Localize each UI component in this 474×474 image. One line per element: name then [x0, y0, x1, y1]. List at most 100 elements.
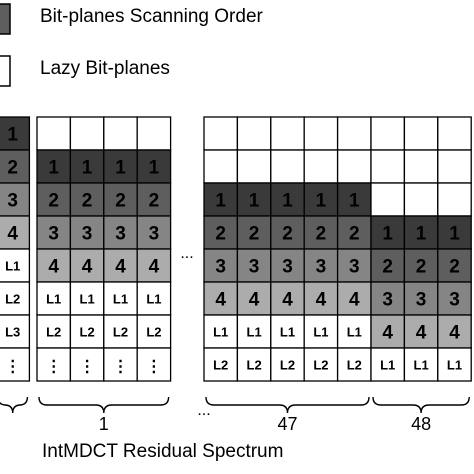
legend-lazy-swatch: [0, 55, 11, 87]
grid-cell: [303, 281, 339, 316]
cell-label: 3: [215, 257, 226, 278]
grid-cell: [36, 215, 72, 250]
cell-label: 4: [416, 323, 427, 344]
grid-cell: [236, 149, 272, 184]
grid-cell: [203, 149, 239, 184]
grid-cell: [236, 116, 272, 151]
cell-label: 2: [7, 158, 18, 179]
cell-label: L3: [5, 325, 20, 340]
cell-label: 1: [48, 158, 59, 179]
cell-label: L1: [146, 292, 161, 307]
cell-label: 4: [349, 290, 360, 311]
grid-cell: [236, 314, 272, 349]
cell-label: L1: [213, 325, 228, 340]
grid-cell: [0, 314, 31, 349]
cell-label: 2: [215, 224, 226, 245]
cell-label: L1: [380, 358, 395, 373]
grid-separator-ellipsis: ...: [180, 245, 193, 262]
group-brace: [205, 396, 370, 414]
cell-label: 3: [249, 257, 260, 278]
legend-swatches: [0, 3, 11, 87]
cell-label: 4: [48, 257, 59, 278]
grid-cell: [36, 149, 72, 184]
grid-cell: [303, 149, 339, 184]
ellipsis-cell-label: ⋮: [146, 359, 162, 376]
cell-label: 4: [82, 257, 93, 278]
cell-label: 1: [382, 224, 393, 245]
grid-cell: [403, 149, 439, 184]
cell-label: 2: [149, 191, 160, 212]
grid-cell: [437, 347, 472, 382]
cell-label: 2: [282, 224, 293, 245]
grid-cell: [36, 281, 72, 316]
cell-label: 3: [82, 224, 93, 245]
grid-cell: [437, 281, 472, 316]
grid-cell: [103, 347, 138, 382]
cell-label: 3: [349, 257, 360, 278]
cell-label: L2: [280, 358, 295, 373]
grid-cell: [336, 347, 372, 382]
grid-cell: [136, 248, 172, 283]
grid-cell: [236, 215, 272, 250]
grid-cell: [0, 281, 31, 316]
cell-label: 2: [449, 257, 460, 278]
grid-cell: [270, 149, 305, 184]
group-brace: [0, 396, 29, 414]
cell-label: 1: [282, 191, 293, 212]
grid-cell: [0, 347, 31, 382]
cell-label: 2: [115, 191, 126, 212]
grid-cell: [403, 116, 439, 151]
grid-cell: [236, 281, 272, 316]
grid-cell: [437, 182, 472, 217]
grid-cell: [36, 347, 72, 382]
cell-label: 1: [349, 191, 360, 212]
ellipsis-cell-label: ⋮: [113, 359, 129, 376]
cell-label: 2: [416, 257, 427, 278]
cell-label: 3: [416, 290, 427, 311]
cell-label: L1: [80, 292, 95, 307]
cell-label: 1: [115, 158, 126, 179]
grid-cell: [69, 215, 105, 250]
ellipsis-cell-label: ⋮: [46, 359, 62, 376]
group-brace: [372, 396, 470, 414]
grid-cell: [136, 281, 172, 316]
grid-cell: [303, 215, 339, 250]
grid-cell: [370, 182, 406, 217]
grid-cell: [303, 347, 339, 382]
grid-cell: [236, 182, 272, 217]
cell-label: L1: [414, 358, 429, 373]
cell-label: 4: [449, 323, 460, 344]
cell-label: 1: [449, 224, 460, 245]
grid-cell: [403, 314, 439, 349]
grid-cell: [370, 116, 406, 151]
cell-label: L2: [80, 325, 95, 340]
cell-label: 3: [149, 224, 160, 245]
cell-label: 4: [115, 257, 126, 278]
cell-label: 2: [316, 224, 327, 245]
grid-cell: [0, 248, 31, 283]
grid-cell: [403, 347, 439, 382]
grid-cell: [403, 281, 439, 316]
grid-cell: [236, 248, 272, 283]
group-label: 1: [99, 414, 109, 434]
grid-cell: [303, 248, 339, 283]
cell-label: L2: [247, 358, 262, 373]
cell-label: 3: [282, 257, 293, 278]
cell-label: 4: [249, 290, 260, 311]
cell-label: L1: [447, 358, 462, 373]
cell-label: 2: [349, 224, 360, 245]
ellipsis-cell-label: ⋮: [79, 359, 95, 376]
grid-cell: [336, 248, 372, 283]
grid-cell: [270, 116, 305, 151]
group-label: 47: [277, 414, 297, 434]
grid-cell: [437, 116, 472, 151]
grid-cell: [36, 116, 72, 151]
grid-cell: [69, 149, 105, 184]
cell-label: L2: [113, 325, 128, 340]
grid-cell: [136, 116, 172, 151]
bitplane-grid: 1234L1L2L3⋮1234L1L2⋮1234L1L2⋮1234L1L2⋮12…: [0, 116, 472, 382]
grid-cell: [437, 314, 472, 349]
grid-cell: [336, 182, 372, 217]
